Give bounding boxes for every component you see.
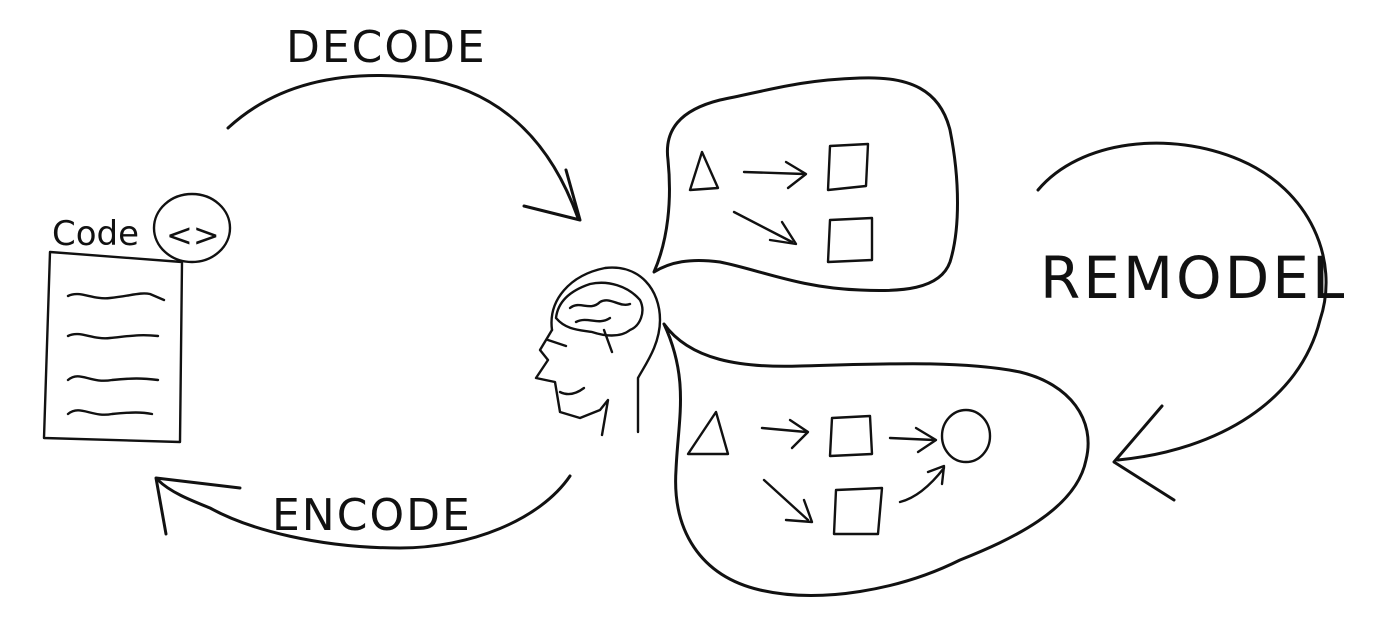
code-symbol-circle (152, 192, 232, 264)
square-icon (826, 216, 874, 264)
decode-arrow (226, 74, 582, 222)
triangle-icon (686, 410, 730, 456)
bottom-thought-bubble (662, 322, 1090, 597)
code-document-icon: Code <> (42, 192, 232, 444)
triangle-icon (688, 150, 720, 192)
top-thought-bubble (652, 76, 959, 293)
bubble-tail (662, 322, 672, 340)
encode-arrow (154, 474, 572, 550)
code-page (42, 250, 184, 444)
code-label: Code (52, 214, 139, 254)
circle-icon (940, 408, 992, 464)
remodel-arrow (1036, 141, 1328, 502)
square-icon (828, 414, 874, 458)
encode-label: ENCODE (272, 490, 472, 541)
code-symbol: <> (166, 216, 220, 254)
square-icon (832, 486, 884, 536)
head-brain-icon (534, 266, 662, 437)
square-icon (826, 142, 870, 192)
remodel-label: REMODEL (1040, 244, 1347, 312)
decode-label: DECODE (286, 22, 487, 73)
